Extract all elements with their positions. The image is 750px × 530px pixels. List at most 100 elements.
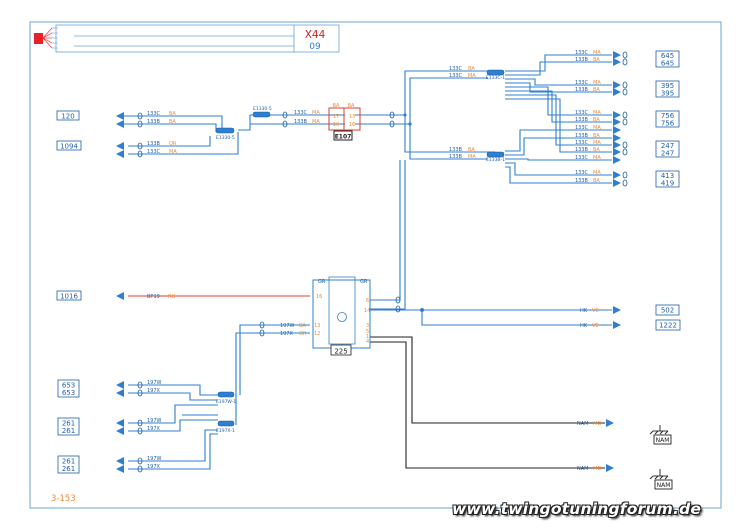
svg-text:756: 756 <box>661 120 675 128</box>
svg-text:4: 4 <box>366 339 369 345</box>
svg-text:133B: 133B <box>575 133 589 139</box>
splice-e1330-5a <box>252 111 271 118</box>
splice-e197w-1 <box>217 391 235 398</box>
diagram-frame <box>29 21 722 509</box>
ground-icon <box>649 425 672 445</box>
svg-text:MA: MA <box>593 50 601 56</box>
svg-text:419: 419 <box>661 180 674 188</box>
ecu-225: 225 GR GR 16 13 12 6 14 3 5 1 4 <box>312 276 371 356</box>
svg-text:133C: 133C <box>575 140 589 146</box>
svg-text:BA: BA <box>593 178 600 184</box>
svg-text:E133C-1: E133C-1 <box>486 75 505 81</box>
right-arrows <box>606 51 621 472</box>
arrow-right-icon <box>613 118 621 126</box>
svg-text:120: 120 <box>61 113 74 121</box>
svg-text:197X: 197X <box>147 464 161 470</box>
arrow-right-icon <box>613 171 621 179</box>
ground-icon <box>649 469 673 490</box>
svg-text:133B: 133B <box>575 117 589 123</box>
arrow-left-icon <box>116 457 124 465</box>
svg-text:133B: 133B <box>449 147 463 153</box>
svg-text:BA: BA <box>468 147 475 153</box>
svg-text:1094: 1094 <box>60 143 78 151</box>
component-box-1222: 1222 <box>655 319 681 331</box>
svg-text:133C: 133C <box>147 111 161 117</box>
svg-text:653: 653 <box>62 389 75 397</box>
arrow-right-icon <box>613 148 621 156</box>
arrow-right-icon <box>613 141 621 149</box>
svg-text:OR: OR <box>299 331 307 337</box>
svg-text:133B: 133B <box>147 141 161 147</box>
ground-label-1: NAM <box>656 437 670 444</box>
svg-text:133B: 133B <box>575 57 589 63</box>
splice-markers <box>215 69 505 427</box>
component-box-1094: 1094 <box>56 140 82 151</box>
svg-text:261: 261 <box>62 458 75 466</box>
svg-text:BA: BA <box>593 147 600 153</box>
svg-text:MA: MA <box>593 155 601 161</box>
svg-text:133C: 133C <box>449 73 463 79</box>
svg-text:1016: 1016 <box>60 293 78 301</box>
svg-text:133B: 133B <box>575 178 589 184</box>
ecu-225-label: 225 <box>334 348 347 356</box>
svg-text:MA: MA <box>169 149 177 155</box>
svg-text:E1330-5: E1330-5 <box>216 135 235 141</box>
svg-text:E133B-1: E133B-1 <box>486 157 505 163</box>
svg-text:133B: 133B <box>294 119 308 125</box>
svg-text:14: 14 <box>364 308 370 314</box>
arrow-right-icon <box>613 134 621 142</box>
page-reference: 3-153 <box>51 494 76 504</box>
ground-symbols <box>649 425 673 490</box>
svg-text:BA: BA <box>169 119 176 125</box>
splice-e197x-1 <box>217 420 235 427</box>
component-box-1016: 1016 <box>56 290 82 301</box>
arrow-right-icon <box>613 111 621 119</box>
svg-text:NAM: NAM <box>577 466 588 472</box>
arrow-left-icon <box>116 427 124 435</box>
svg-text:261: 261 <box>62 420 75 428</box>
header-code: X44 <box>305 29 326 41</box>
left-arrows <box>116 112 128 473</box>
header-block: X44 09 <box>34 24 340 53</box>
svg-text:MO: MO <box>593 421 601 427</box>
svg-text:BA: BA <box>348 103 355 109</box>
svg-text:16: 16 <box>349 122 355 128</box>
arrow-right-icon <box>613 88 621 96</box>
arrow-right-icon <box>606 419 614 427</box>
svg-text:MA: MA <box>593 140 601 146</box>
svg-text:133B: 133B <box>147 119 161 125</box>
svg-text:BA: BA <box>468 66 475 72</box>
svg-text:BA: BA <box>169 111 176 117</box>
svg-text:197W: 197W <box>147 418 162 424</box>
wires <box>128 54 612 470</box>
svg-text:MA: MA <box>312 119 320 125</box>
svg-text:197W: 197W <box>147 456 162 462</box>
svg-text:NAM: NAM <box>577 421 588 427</box>
svg-text:197W: 197W <box>147 380 162 386</box>
svg-text:653: 653 <box>62 382 75 390</box>
svg-text:645: 645 <box>661 52 674 60</box>
svg-text:261: 261 <box>62 427 75 435</box>
arrow-left-icon <box>116 292 124 300</box>
connector-e107-label: E107 <box>335 134 352 141</box>
splice-e133c-1 <box>486 69 505 76</box>
svg-text:197W: 197W <box>280 323 295 329</box>
ecu-symbol-icon <box>337 312 347 322</box>
svg-text:16: 16 <box>333 122 339 128</box>
arrow-left-icon <box>116 389 124 397</box>
svg-text:HK: HK <box>580 323 588 329</box>
svg-text:6: 6 <box>366 298 369 304</box>
svg-text:MA: MA <box>312 110 320 116</box>
junction-dots <box>403 113 424 312</box>
svg-text:133C: 133C <box>575 50 589 56</box>
component-box-120: 120 <box>56 110 80 121</box>
svg-text:413: 413 <box>661 172 674 180</box>
arrow-right-icon <box>613 321 621 329</box>
